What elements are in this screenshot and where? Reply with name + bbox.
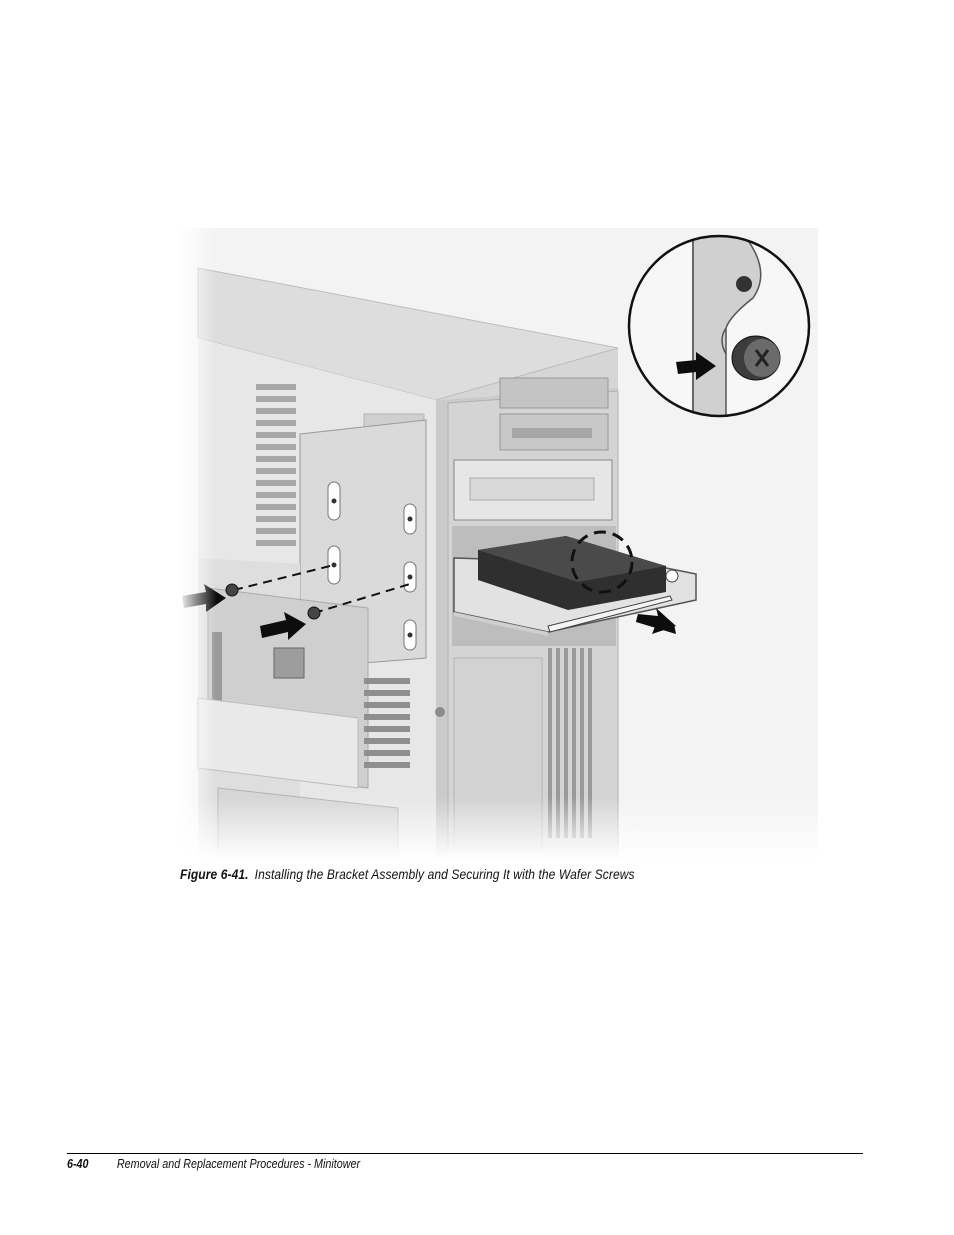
bracket-assembly-illustration [178, 228, 818, 860]
page-number: 6-40 [67, 1157, 89, 1171]
section-title: Removal and Replacement Procedures - Min… [116, 1157, 361, 1171]
figure-caption-text: Installing the Bracket Assembly and Secu… [254, 866, 635, 882]
figure-caption: Figure 6-41. Installing the Bracket Assem… [180, 866, 782, 882]
footer-divider [67, 1153, 863, 1154]
page-footer: 6-40 Removal and Replacement Procedures -… [67, 1157, 360, 1171]
figure-label: Figure 6-41. [180, 866, 249, 882]
